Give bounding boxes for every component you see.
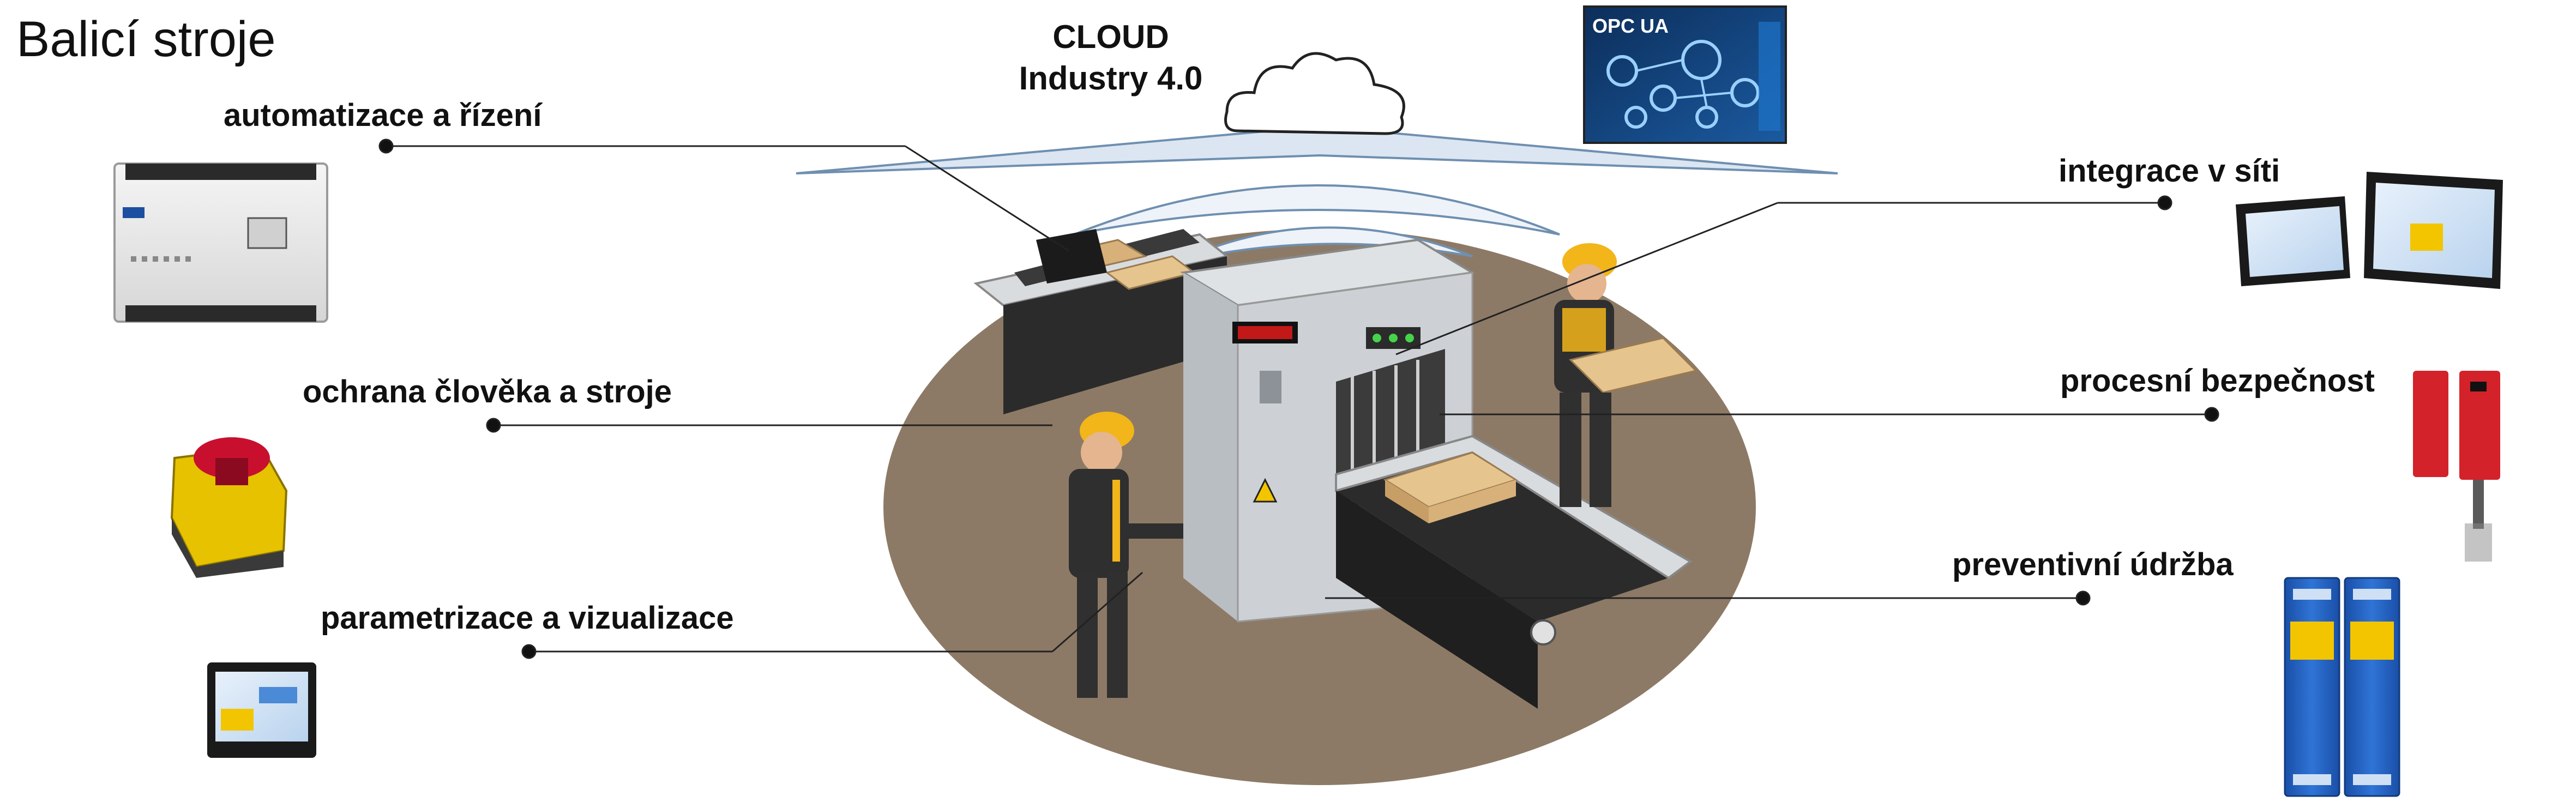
label-parametrization: parametrizace a vizualizace <box>321 600 734 636</box>
hmi-panel-small-image <box>207 662 316 758</box>
hmi-panels-pair-image <box>2236 172 2503 289</box>
emergency-stop-image <box>170 437 288 578</box>
connector-parametrization-diag <box>1052 571 1143 653</box>
connector-dot-process-safety <box>2204 407 2219 422</box>
page-title: Balicí stroje <box>16 11 276 67</box>
safety-relay-image <box>2284 577 2400 797</box>
label-network-integration: integrace v síti <box>2059 153 2280 189</box>
connector-automation-diag <box>905 145 1069 252</box>
worker-left-illustration <box>1069 412 1183 698</box>
signal-arc-outer <box>1074 184 1560 236</box>
connector-dot-safety <box>486 418 501 433</box>
label-process-safety: procesní bezpečnost <box>2060 363 2375 399</box>
packaging-machine-illustration <box>973 229 1693 709</box>
signal-arc-inner <box>1177 226 1473 263</box>
cloud-caption-line2: Industry 4.0 <box>1019 60 1203 97</box>
connector-dot-network <box>2157 195 2172 210</box>
label-automation: automatizace a řízení <box>224 98 542 133</box>
cloud-wave-wide <box>796 125 1838 174</box>
connector-dot-automation <box>378 138 394 154</box>
opc-ua-label: OPC UA <box>1592 15 1669 37</box>
opc-ua-illustration <box>1583 5 1787 144</box>
worker-right-illustration <box>1554 243 1698 507</box>
label-preventive-maintenance: preventivní údržba <box>1952 547 2234 582</box>
connector-dot-parametrization <box>521 644 537 659</box>
cloud-caption: CLOUD Industry 4.0 <box>974 16 1247 99</box>
label-safety-person-machine: ochrana člověka a stroje <box>303 374 672 409</box>
plc-controller-image <box>113 162 328 323</box>
connector-dot-maintenance <box>2075 590 2091 606</box>
cloud-caption-line1: CLOUD <box>1052 19 1169 55</box>
connector-network-diag <box>1395 202 1778 355</box>
cloud-icon <box>1224 52 1405 135</box>
safety-switch-image <box>2413 371 2500 562</box>
